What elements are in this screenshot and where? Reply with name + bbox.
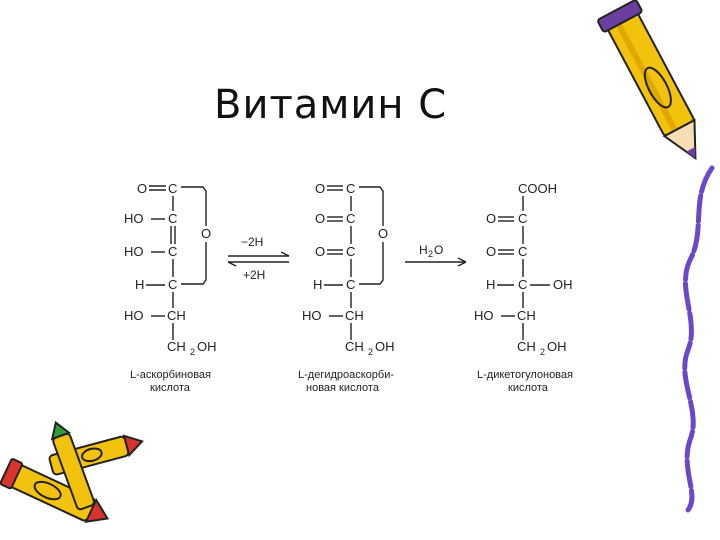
- caption-diketo-line2: кислота: [508, 382, 549, 394]
- atom-ho: HO: [124, 211, 144, 226]
- atom-ho: HO: [302, 308, 322, 323]
- atom-o: O: [315, 211, 325, 226]
- atom-ch: CH: [517, 308, 536, 323]
- subscript-2: 2: [368, 347, 373, 357]
- atom-c: C: [168, 181, 177, 196]
- atom-o: O: [315, 181, 325, 196]
- compound-dehydroascorbic-acid: O C O C O C H C HO CH CH 2 OH O L-дегидр…: [298, 181, 395, 394]
- atom-oh: OH: [375, 339, 395, 354]
- caption-dehydro-line1: L-дегидроаскорби-: [298, 369, 394, 381]
- atom-o: O: [315, 244, 325, 259]
- caption-ascorbic-line1: L-аскорбиновая: [130, 369, 211, 381]
- compound-ascorbic-acid: O C HO C HO C H C HO CH CH 2 OH O L-аско…: [124, 181, 217, 394]
- atom-oh: OH: [553, 277, 573, 292]
- caption-ascorbic-line2: кислота: [150, 382, 191, 394]
- ring-oxygen: O: [378, 226, 388, 241]
- atom-ch2: CH: [167, 339, 186, 354]
- atom-cooh: COOH: [518, 181, 557, 196]
- subscript-2: 2: [540, 347, 545, 357]
- arrow2-label: H: [419, 243, 428, 257]
- atom-ch: CH: [345, 308, 364, 323]
- atom-c: C: [518, 277, 527, 292]
- atom-oh: OH: [197, 339, 217, 354]
- slide-title: Витамин С: [214, 82, 448, 128]
- ring-oxygen: O: [201, 226, 211, 241]
- atom-c: C: [168, 277, 177, 292]
- atom-ho: HO: [124, 244, 144, 259]
- arrow1-bottom-label: +2H: [243, 268, 265, 282]
- subscript-2: 2: [190, 347, 195, 357]
- compound-diketogulonic-acid: COOH O C O C H C OH HO CH CH 2 OH L-дике…: [474, 181, 573, 394]
- atom-h: H: [486, 277, 495, 292]
- atom-ch2: CH: [345, 339, 364, 354]
- atom-o: O: [486, 211, 496, 226]
- hydrolysis-arrow: H 2 O: [405, 243, 467, 267]
- atom-h: H: [313, 277, 322, 292]
- atom-o: O: [137, 181, 147, 196]
- caption-dehydro-line2: новая кислота: [306, 382, 380, 394]
- atom-c: C: [518, 211, 527, 226]
- atom-c: C: [346, 244, 355, 259]
- atom-oh: OH: [547, 339, 567, 354]
- atom-ch2: CH: [517, 339, 536, 354]
- atom-ch: CH: [167, 308, 186, 323]
- atom-c: C: [346, 181, 355, 196]
- atom-ho: HO: [474, 308, 494, 323]
- equilibrium-arrow: −2H +2H: [227, 235, 290, 282]
- atom-c: C: [346, 211, 355, 226]
- atom-c: C: [168, 211, 177, 226]
- caption-diketo-line1: L-дикетогулоновая: [477, 369, 573, 381]
- arrow1-top-label: −2H: [241, 235, 263, 249]
- arrow2-tail: O: [434, 243, 443, 257]
- atom-c: C: [346, 277, 355, 292]
- atom-ho: HO: [124, 308, 144, 323]
- atom-c: C: [518, 244, 527, 259]
- atom-o: O: [486, 244, 496, 259]
- atom-c: C: [168, 244, 177, 259]
- arrow2-subscript: 2: [428, 249, 433, 259]
- atom-h: H: [135, 277, 144, 292]
